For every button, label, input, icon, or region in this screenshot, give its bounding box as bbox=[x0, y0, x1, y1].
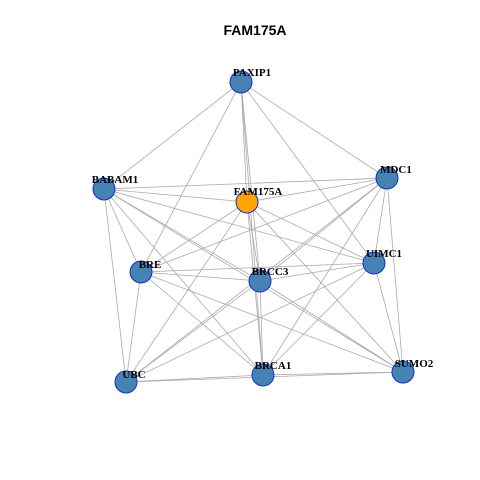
edge-mdc1-uimc1 bbox=[373, 177, 388, 264]
node-label-bre: BRE bbox=[139, 259, 162, 271]
edge-babam1-ubc bbox=[103, 188, 127, 383]
node-label-brca1: BRCA1 bbox=[255, 360, 292, 372]
node-brca1 bbox=[251, 363, 275, 387]
edge-babam1-brcc3 bbox=[103, 188, 261, 282]
node-label-babam1: BABAM1 bbox=[92, 174, 138, 186]
edge-paxip1-brcc3 bbox=[240, 81, 261, 282]
node-ubc bbox=[114, 370, 138, 394]
node-label-sumo2: SUMO2 bbox=[395, 358, 434, 370]
node-label-brcc3: BRCC3 bbox=[252, 266, 289, 278]
edge-uimc1-sumo2 bbox=[373, 262, 404, 373]
edge-paxip1-mdc1 bbox=[240, 81, 388, 179]
edge-bre-ubc bbox=[125, 271, 142, 383]
edge-brcc3-brca1 bbox=[259, 280, 264, 376]
edge-mdc1-brcc3 bbox=[259, 177, 388, 282]
diagram-title: FAM175A bbox=[223, 22, 286, 38]
edge-mdc1-sumo2 bbox=[386, 177, 404, 373]
edge-brcc3-uimc1 bbox=[259, 262, 375, 282]
node-label-paxip1: PAXIP1 bbox=[233, 67, 271, 79]
edge-fam175a-uimc1 bbox=[246, 201, 375, 264]
edge-paxip1-uimc1 bbox=[240, 81, 375, 264]
node-layer bbox=[92, 70, 415, 394]
node-uimc1 bbox=[362, 251, 386, 275]
edge-brca1-sumo2 bbox=[262, 371, 404, 376]
node-fam175a bbox=[235, 190, 259, 214]
edge-fam175a-sumo2 bbox=[246, 201, 404, 373]
edge-mdc1-bre bbox=[140, 177, 388, 273]
edge-bre-sumo2 bbox=[140, 271, 404, 373]
node-mdc1 bbox=[375, 166, 399, 190]
edge-brcc3-ubc bbox=[125, 280, 261, 383]
edge-paxip1-babam1 bbox=[103, 81, 242, 190]
edge-uimc1-ubc bbox=[125, 262, 375, 383]
node-brcc3 bbox=[248, 269, 272, 293]
node-label-ubc: UBC bbox=[122, 369, 145, 381]
edge-bre-brcc3 bbox=[140, 271, 261, 282]
edge-paxip1-fam175a bbox=[240, 81, 248, 203]
edge-babam1-bre bbox=[103, 188, 142, 273]
node-paxip1 bbox=[229, 70, 253, 94]
node-label-uimc1: UIMC1 bbox=[366, 248, 402, 260]
edge-bre-uimc1 bbox=[140, 262, 375, 273]
edge-fam175a-mdc1 bbox=[246, 177, 388, 203]
node-babam1 bbox=[92, 177, 116, 201]
edge-babam1-mdc1 bbox=[103, 177, 388, 190]
edge-fam175a-ubc bbox=[125, 201, 248, 383]
node-sumo2 bbox=[391, 360, 415, 384]
edge-babam1-uimc1 bbox=[103, 188, 375, 264]
edge-uimc1-brca1 bbox=[262, 262, 375, 376]
edge-fam175a-bre bbox=[140, 201, 248, 273]
edge-brcc3-sumo2 bbox=[259, 280, 404, 373]
node-label-mdc1: MDC1 bbox=[380, 164, 412, 176]
edge-paxip1-brca1 bbox=[240, 81, 264, 376]
edge-paxip1-bre bbox=[140, 81, 242, 273]
edge-bre-brca1 bbox=[140, 271, 264, 376]
node-bre bbox=[129, 260, 153, 284]
edge-mdc1-brca1 bbox=[262, 177, 388, 376]
edge-babam1-fam175a bbox=[103, 188, 248, 203]
edge-babam1-brca1 bbox=[103, 188, 264, 376]
node-label-fam175a: FAM175A bbox=[234, 186, 283, 198]
